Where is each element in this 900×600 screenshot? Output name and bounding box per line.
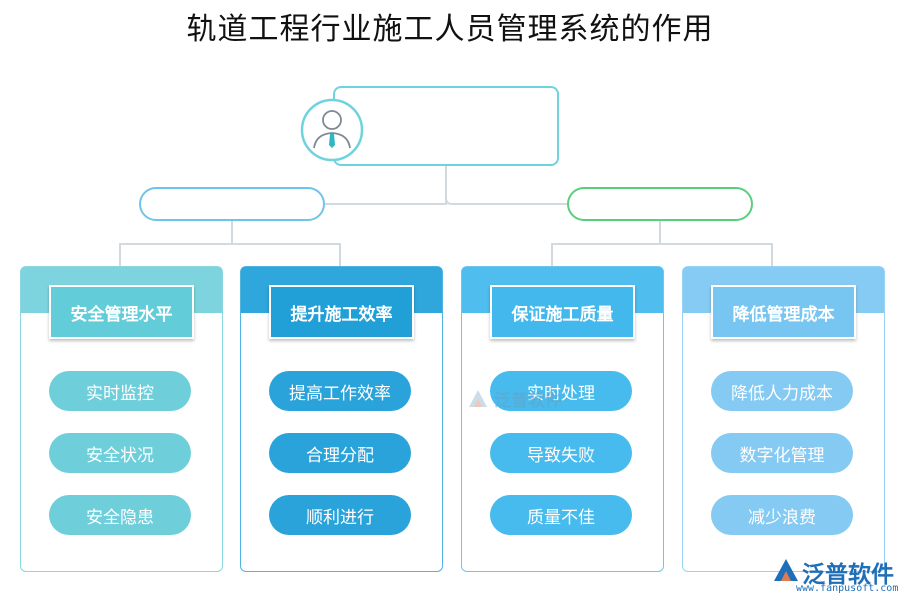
card-item: 导致失败 — [490, 433, 632, 473]
card-item: 安全隐患 — [49, 495, 191, 535]
user-icon — [300, 98, 364, 162]
brand-name: 泛普软件 — [802, 562, 894, 588]
card-quality: 保证施工质量 实时处理 导致失败 质量不佳 — [461, 266, 664, 572]
card-item: 顺利进行 — [269, 495, 411, 535]
card-cost-reduction: 降低管理成本 降低人力成本 数字化管理 减少浪费 — [682, 266, 885, 572]
card-item: 实时监控 — [49, 371, 191, 411]
card-item: 实时处理 — [490, 371, 632, 411]
fanpu-logo-icon — [774, 559, 798, 581]
card-item: 合理分配 — [269, 433, 411, 473]
card-heading: 保证施工质量 — [490, 285, 635, 339]
card-efficiency: 提升施工效率 提高工作效率 合理分配 顺利进行 — [240, 266, 443, 572]
card-item: 安全状况 — [49, 433, 191, 473]
card-safety-management: 安全管理水平 实时监控 安全状况 安全隐患 — [20, 266, 223, 572]
branch-node-right — [567, 187, 753, 221]
page-title: 轨道工程行业施工人员管理系统的作用 — [186, 12, 714, 47]
card-item: 数字化管理 — [711, 433, 853, 473]
branch-node-left — [139, 187, 325, 221]
card-item: 提高工作效率 — [269, 371, 411, 411]
card-item: 质量不佳 — [490, 495, 632, 535]
card-item: 减少浪费 — [711, 495, 853, 535]
card-item: 降低人力成本 — [711, 371, 853, 411]
root-node-box — [333, 86, 559, 166]
brand-logo: 泛普软件 www.fanpusoft.com — [772, 553, 899, 597]
card-heading: 安全管理水平 — [49, 285, 194, 339]
card-heading: 提升施工效率 — [269, 285, 414, 339]
card-heading: 降低管理成本 — [711, 285, 856, 339]
brand-url: www.fanpusoft.com — [796, 583, 899, 594]
